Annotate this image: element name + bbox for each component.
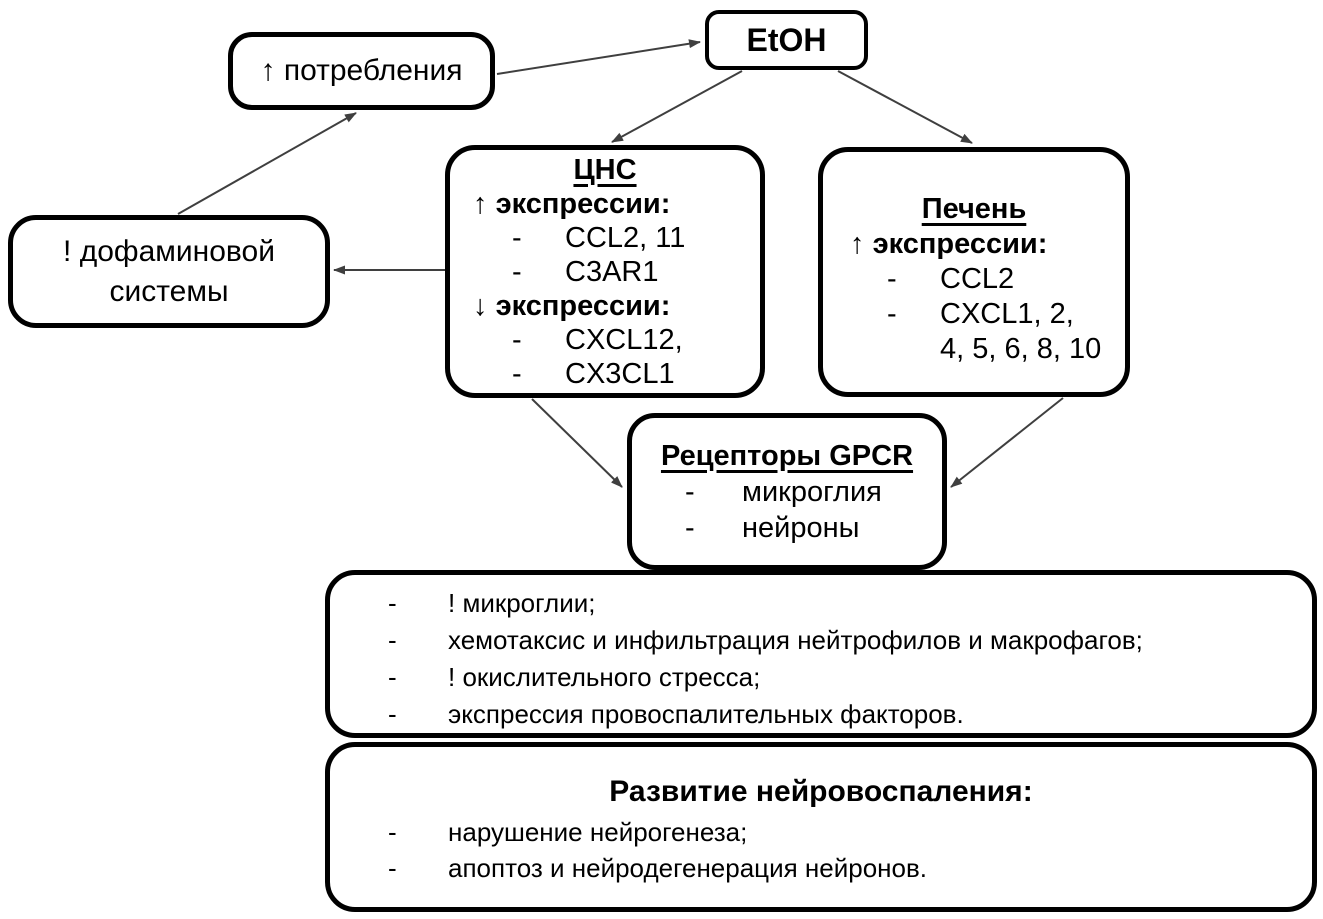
liver-up-expression-label: экспрессии: [872,228,1048,260]
list-item: - экспрессия провоспалительных факторов. [330,696,1312,733]
list-item: - CXCL1, 2, [823,297,1125,332]
list-item: - CXCL12, [450,323,760,357]
arrow-etoh-to-liver [837,70,973,144]
cns-title: ЦНС [573,153,637,186]
list-item: - микроглия [632,474,942,510]
cns-box: ЦНС ↑ экспрессии: - CCL2, 11 - C3AR1 ↓ э… [445,145,765,398]
list-item: - CCL2, 11 [450,221,760,255]
list-item: - C3AR1 [450,255,760,289]
dash-bullet: - [887,263,897,295]
list-item: - нарушение нейрогенеза; [330,814,1312,850]
arrow-consumption-to-etoh [496,39,701,75]
list-item: - нейроны [632,510,942,546]
consumption-label: ↑ потребления [260,54,463,87]
up-arrow-glyph: ↑ [473,187,488,220]
list-item: - CCL2 [823,262,1125,297]
dash-bullet: - [512,221,522,254]
cns-up-expression-heading: ↑ экспрессии: [450,187,760,221]
dash-bullet: - [388,817,397,847]
list-item: - апоптоз и нейродегенерация нейронов. [330,850,1312,886]
cns-down-item-1: CXCL12, [565,323,683,356]
cns-down-item-2: CX3CL1 [565,357,675,390]
neuroinflammation-box: Развитие нейровоспаления: - нарушение не… [325,742,1317,912]
cns-down-expression-heading: ↓ экспрессии: [450,289,760,323]
gpcr-title: Рецепторы GPCR [660,440,914,472]
list-item: - ! микроглии; [330,585,1312,622]
up-arrow-glyph: ↑ [850,228,865,260]
dash-bullet: - [388,853,397,883]
list-item: - CX3CL1 [450,357,760,391]
gpcr-item-1: микроглия [742,476,882,508]
cns-up-item-1: CCL2, 11 [565,221,686,254]
gpcr-box: Рецепторы GPCR - микроглия - нейроны [627,413,947,570]
effects-box: - ! микроглии; - хемотаксис и инфильтрац… [325,570,1317,738]
dash-bullet: - [512,323,522,356]
dash-bullet: - [388,662,397,692]
dash-bullet: - [887,298,897,330]
arrow-cns-to-gpcr [531,398,623,488]
cns-down-expression-label: экспрессии: [495,289,671,322]
liver-title: Печень [921,193,1027,225]
list-item: - хемотаксис и инфильтрация нейтрофилов … [330,622,1312,659]
etoh-box: EtOH [705,10,868,70]
dash-bullet: - [685,512,695,544]
etoh-label: EtOH [746,21,827,58]
neuroinflammation-item-1: нарушение нейрогенеза; [448,817,748,847]
neuroinflammation-title: Развитие нейровоспаления: [609,775,1033,808]
effects-item-4: экспрессия провоспалительных факторов. [448,699,964,729]
gpcr-item-2: нейроны [742,512,860,544]
arrow-etoh-to-cns [611,70,743,143]
down-arrow-glyph: ↓ [473,289,488,322]
dash-bullet: - [512,357,522,390]
dash-bullet: - [685,476,695,508]
dopamine-line-1: ! дофаминовой [63,234,275,268]
dash-bullet: - [388,588,397,618]
liver-box: Печень ↑ экспрессии: - CCL2 - CXCL1, 2, … [818,147,1130,397]
consumption-box: ↑ потребления [228,32,495,110]
dash-bullet: - [512,255,522,288]
liver-item-1: CCL2 [940,263,1015,295]
dopamine-box: ! дофаминовой системы [8,215,330,328]
effects-item-1: ! микроглии; [448,588,596,618]
effects-item-2: хемотаксис и инфильтрация нейтрофилов и … [448,625,1143,655]
arrow-liver-to-gpcr [950,397,1064,488]
liver-item-2: CXCL1, 2, [940,298,1074,330]
list-item: - ! окислительного стресса; [330,659,1312,696]
neuroinflammation-item-2: апоптоз и нейродегенерация нейронов. [448,853,928,883]
arrow-dopamine-to-consumption [177,112,357,215]
dash-bullet: - [388,699,397,729]
dopamine-line-2: системы [109,274,229,308]
cns-up-item-2: C3AR1 [565,255,659,288]
liver-up-expression-heading: ↑ экспрессии: [823,227,1125,262]
cns-up-expression-label: экспрессии: [495,187,671,220]
effects-item-3: ! окислительного стресса; [448,662,761,692]
liver-item-2-continuation: 4, 5, 6, 8, 10 [940,333,1102,365]
dash-bullet: - [388,625,397,655]
